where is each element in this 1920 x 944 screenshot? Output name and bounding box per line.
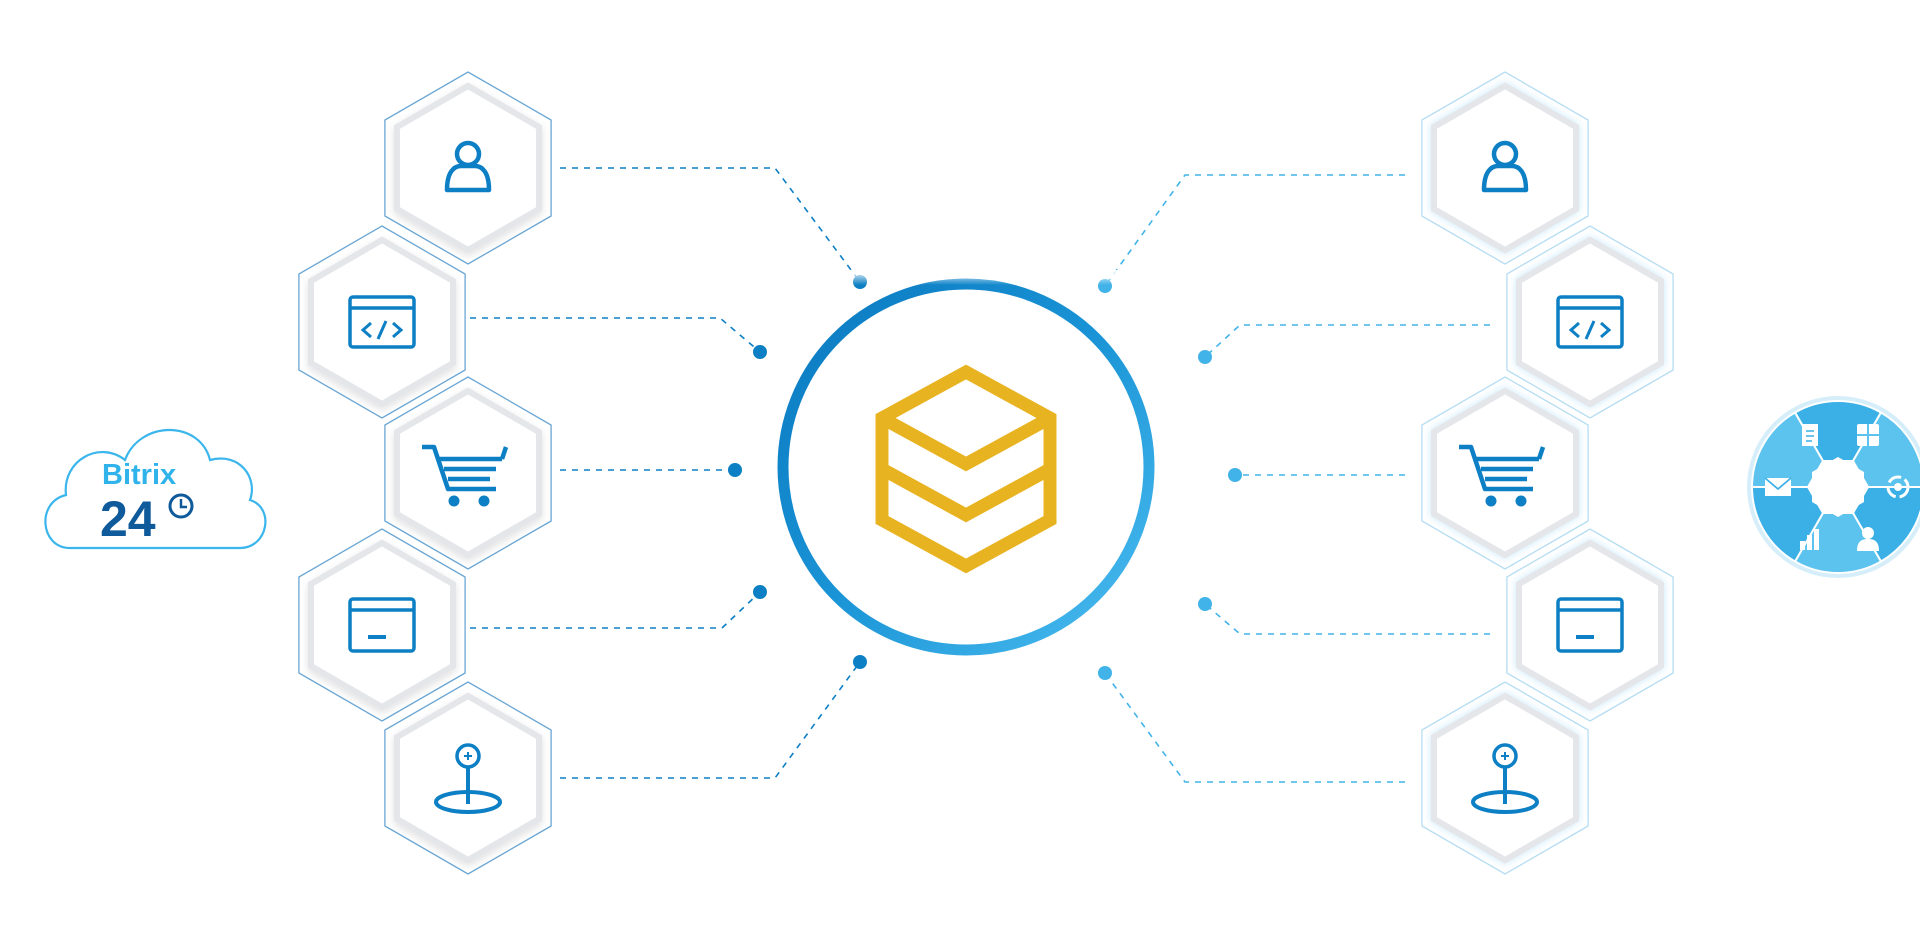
sync-icon bbox=[1886, 475, 1910, 499]
connector-dot bbox=[1098, 666, 1112, 680]
bitrix-brand-text: Bitrix bbox=[102, 459, 176, 491]
clock-icon bbox=[168, 493, 194, 519]
connector-dot bbox=[1198, 597, 1212, 611]
bitrix24-logo: Bitrix 24 bbox=[44, 428, 267, 550]
location-pin-icon bbox=[434, 743, 502, 814]
connector-dot bbox=[728, 463, 742, 477]
calculator-icon bbox=[1857, 424, 1879, 446]
hex-cell bbox=[384, 71, 552, 265]
connector-dot bbox=[753, 585, 767, 599]
location-pin-icon bbox=[1471, 743, 1539, 814]
shopping-cart-icon bbox=[422, 444, 509, 507]
browser-window-icon bbox=[348, 597, 416, 653]
hex-column-right bbox=[1421, 71, 1674, 875]
user-icon bbox=[444, 140, 492, 193]
shopping-cart-icon bbox=[1459, 444, 1546, 507]
hex-cell bbox=[298, 528, 466, 722]
code-window-icon bbox=[1556, 295, 1624, 349]
hex-cell bbox=[1421, 376, 1589, 570]
connector-dot bbox=[853, 655, 867, 669]
hex-cell bbox=[1421, 71, 1589, 265]
user-icon bbox=[1857, 527, 1879, 551]
hex-cell bbox=[384, 681, 552, 875]
invoice-icon bbox=[1802, 424, 1818, 446]
hex-column-left bbox=[298, 71, 552, 875]
wheel-segment bbox=[1851, 411, 1920, 488]
connector-dot bbox=[1198, 350, 1212, 364]
hex-cell bbox=[384, 376, 552, 570]
code-window-icon bbox=[348, 295, 416, 349]
user-icon bbox=[1481, 140, 1529, 193]
mail-icon bbox=[1764, 477, 1792, 496]
connector-dot bbox=[1228, 468, 1242, 482]
browser-window-icon bbox=[1556, 597, 1624, 653]
hex-cell bbox=[1421, 681, 1589, 875]
stacked-layers-icon bbox=[875, 364, 1057, 574]
bitrix-number-text: 24 bbox=[100, 491, 156, 547]
bar-chart-icon bbox=[1800, 529, 1819, 550]
hex-cell bbox=[1506, 225, 1674, 419]
hex-cell bbox=[1506, 528, 1674, 722]
crm-wheel bbox=[1747, 396, 1920, 578]
central-hub bbox=[760, 270, 1180, 656]
connector-dot bbox=[753, 345, 767, 359]
hex-cell bbox=[298, 225, 466, 419]
